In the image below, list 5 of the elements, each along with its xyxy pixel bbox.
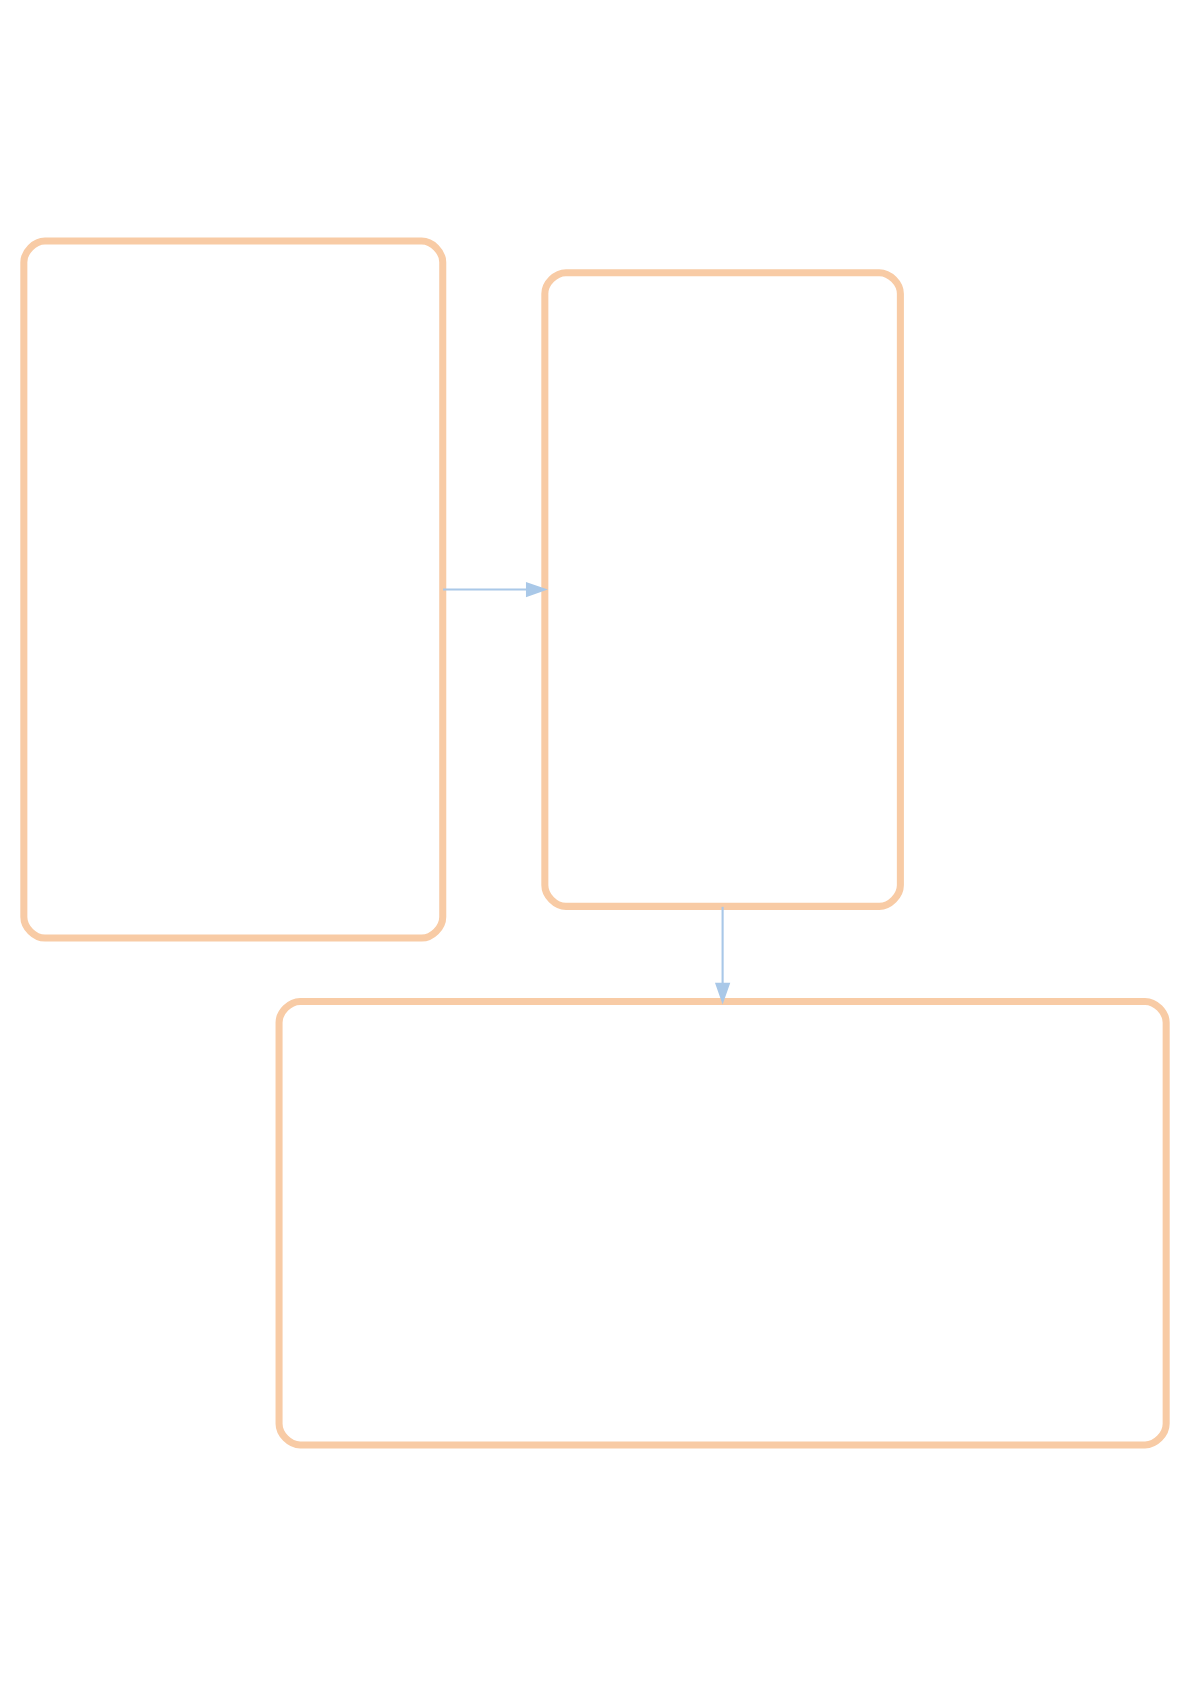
node-box <box>20 236 447 941</box>
node-box <box>541 268 904 909</box>
node-box <box>275 996 1170 1448</box>
arrow <box>714 905 731 1004</box>
arrow <box>443 580 548 597</box>
